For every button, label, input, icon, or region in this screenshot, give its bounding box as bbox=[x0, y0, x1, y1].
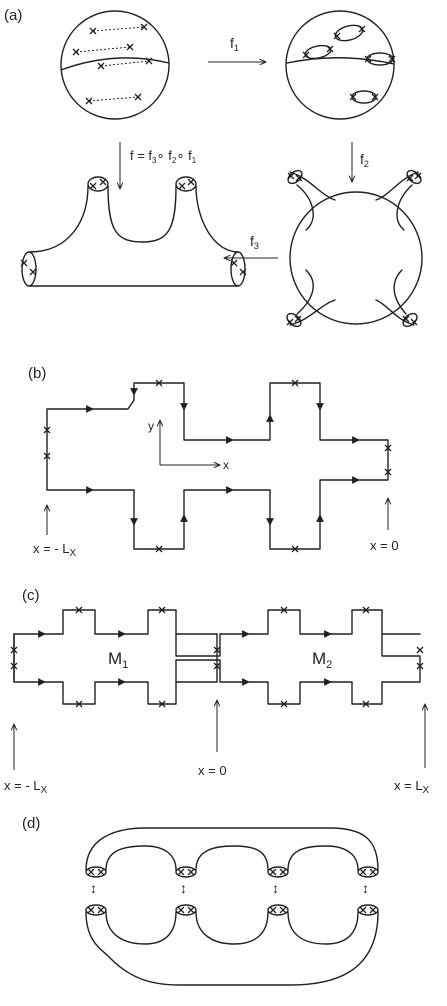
panel-label-b: (b) bbox=[28, 365, 46, 382]
sphere-with-holes bbox=[285, 10, 396, 120]
axis-x-label: x bbox=[223, 458, 229, 472]
axis-y-label: y bbox=[148, 419, 154, 433]
map-label-f3: f3 bbox=[250, 233, 259, 251]
cross-shaped-domain bbox=[43, 379, 392, 553]
glue-arrow: ↕ bbox=[272, 880, 279, 896]
right-boundary-label: x = 0 bbox=[370, 538, 399, 553]
gluing-arrows: ↕ ↕ ↕ ↕ bbox=[90, 880, 369, 896]
panel-label-a: (a) bbox=[4, 7, 22, 24]
panel-label-c: (c) bbox=[22, 587, 40, 604]
glue-arrow: ↕ bbox=[180, 880, 187, 896]
map-label-f1: f1 bbox=[230, 35, 239, 53]
right-boundary-label: x = LX bbox=[394, 778, 430, 796]
region-label-m1: M1 bbox=[108, 649, 128, 671]
coordinate-axes: y x bbox=[148, 419, 229, 472]
glue-arrow: ↕ bbox=[362, 880, 369, 896]
upper-surface bbox=[85, 827, 379, 878]
panel-c: (c) M1 M2 x = - bbox=[4, 587, 430, 796]
panel-d: (d) ↕ ↕ ↕ ↕ bbox=[22, 815, 379, 986]
panel-a: (a) f1 bbox=[4, 7, 423, 328]
lower-surface bbox=[85, 904, 379, 986]
region-label-m2: M2 bbox=[312, 649, 332, 671]
panel-label-d: (d) bbox=[22, 815, 40, 832]
double-cross-domain bbox=[10, 606, 424, 708]
left-boundary-label: x = - LX bbox=[4, 778, 48, 796]
composite-map-label: f = f3∘ f2∘ f1 bbox=[130, 148, 197, 165]
glue-arrow: ↕ bbox=[90, 880, 97, 896]
sphere-with-cuts bbox=[60, 10, 170, 120]
map-label-f2: f2 bbox=[360, 151, 369, 169]
four-tube-sphere bbox=[286, 169, 423, 328]
left-boundary-label: x = - LX bbox=[33, 541, 77, 559]
panel-b: (b) y bbox=[28, 365, 399, 559]
pants-surface bbox=[20, 176, 247, 287]
mid-boundary-label: x = 0 bbox=[198, 763, 227, 778]
